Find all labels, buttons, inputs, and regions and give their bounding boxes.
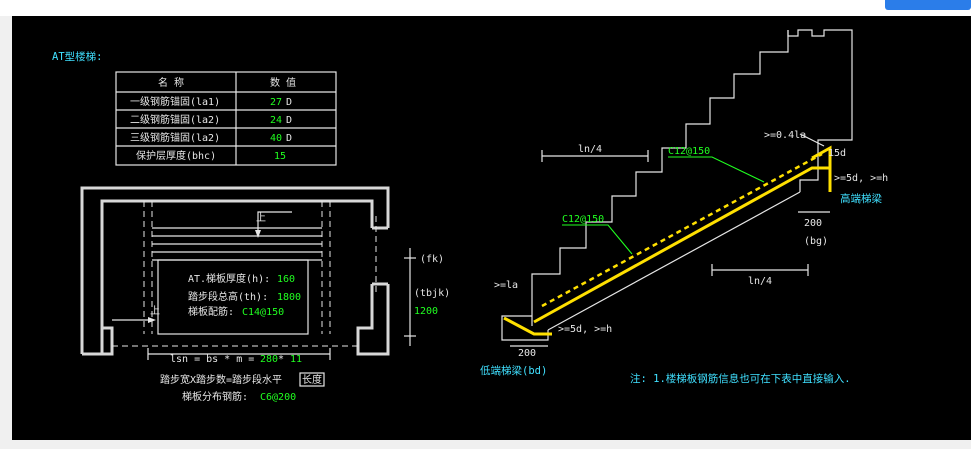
distribution-rebar-value[interactable]: C6@200 — [260, 392, 296, 403]
table-row-unit: D — [286, 97, 292, 108]
table-row-value[interactable]: 15 — [274, 151, 286, 162]
bottom-hook — [503, 316, 552, 336]
anchor-la-label: >=la — [494, 280, 518, 291]
bg-label: (bg) — [804, 236, 828, 247]
high-beam-width: 200 — [804, 218, 822, 229]
step-height-value[interactable]: 1800 — [277, 292, 301, 303]
table-row-name: 一级钢筋锚固(la1) — [130, 95, 220, 108]
stair-section-view: ln/4 ln/4 C12@150 C12@150 >=0.4la 15d >=… — [480, 29, 888, 377]
top-hook — [811, 145, 832, 168]
tbjk-label: (tbjk) — [414, 288, 450, 299]
parameter-table: 名 称 数 值 一级钢筋锚固(la1) 27 D 二级钢筋锚固(la2) 24 … — [115, 71, 337, 166]
stair-diagram: AT型楼梯: 名 称 数 值 一级钢筋锚固(la1) 27 D 二级钢筋锚固(l… — [52, 29, 888, 403]
slab-rebar-value[interactable]: C14@150 — [242, 307, 284, 318]
top-bar — [0, 0, 971, 16]
main-rebar-bottom — [533, 166, 832, 324]
ln4-top-label: ln/4 — [578, 144, 602, 155]
formula-prefix: lsn = bs * m = — [170, 354, 254, 365]
stair-plan-view: 上 上 AT.梯板厚度(h): 160 踏步段总高(th): 1800 梯板配筋… — [80, 186, 450, 403]
top-rebar-label[interactable]: C12@150 — [668, 146, 710, 157]
table-row-unit: D — [286, 115, 292, 126]
table-header-name: 名 称 — [158, 76, 184, 89]
tread-count-value[interactable]: 11 — [290, 354, 302, 365]
tread-width-value[interactable]: 280 — [260, 354, 278, 365]
table-row-name: 保护层厚度(bhc) — [136, 149, 216, 162]
up-label: 上 — [256, 212, 266, 224]
formula-multiply: * — [278, 354, 284, 365]
fk-label: (fk) — [420, 254, 444, 265]
main-rebar-top — [541, 152, 823, 308]
stair-treads — [152, 227, 322, 261]
formula-caption-boxed: 长度 — [302, 373, 322, 386]
table-row-value[interactable]: 24 — [270, 115, 282, 126]
slab-thickness-label: AT.梯板厚度(h): — [188, 272, 270, 285]
stair-info-box — [157, 259, 309, 335]
stair-diagram-canvas: AT型楼梯: 名 称 数 值 一级钢筋锚固(la1) 27 D 二级钢筋锚固(l… — [12, 16, 971, 440]
low-beam-width: 200 — [518, 348, 536, 359]
diagram-title: AT型楼梯: — [52, 50, 102, 63]
top-button[interactable] — [885, 0, 971, 10]
table-header-value: 数 值 — [270, 76, 296, 89]
stair-width-value[interactable]: 1200 — [414, 306, 438, 317]
table-row-name: 三级钢筋锚固(la2) — [130, 131, 220, 144]
up-label: 上 — [150, 305, 160, 317]
distribution-rebar-label: 梯板分布钢筋: — [182, 390, 248, 403]
middle-rebar-label[interactable]: C12@150 — [562, 214, 604, 225]
anchor-top-label: >=5d, >=h — [834, 173, 888, 184]
ln4-bottom-label: ln/4 — [748, 276, 772, 287]
formula-caption: 踏步宽X踏步数=踏步段水平 — [160, 373, 282, 386]
high-beam-label: 高端梯梁 — [840, 192, 882, 205]
table-row-value[interactable]: 27 — [270, 97, 282, 108]
anchor-04la-label: >=0.4la — [764, 130, 806, 141]
slab-thickness-value[interactable]: 160 — [277, 274, 295, 285]
step-height-label: 踏步段总高(th): — [188, 290, 268, 303]
table-row-name: 二级钢筋锚固(la2) — [130, 113, 220, 126]
low-beam-label: 低端梯梁(bd) — [480, 364, 547, 377]
hook-15d-label: 15d — [828, 148, 846, 159]
diagram-note: 注: 1.楼梯板钢筋信息也可在下表中直接输入. — [630, 372, 851, 385]
anchor-bottom-label: >=5d, >=h — [558, 324, 612, 335]
table-row-value[interactable]: 40 — [270, 133, 282, 144]
table-row-unit: D — [286, 133, 292, 144]
slab-rebar-label: 梯板配筋: — [188, 305, 234, 318]
